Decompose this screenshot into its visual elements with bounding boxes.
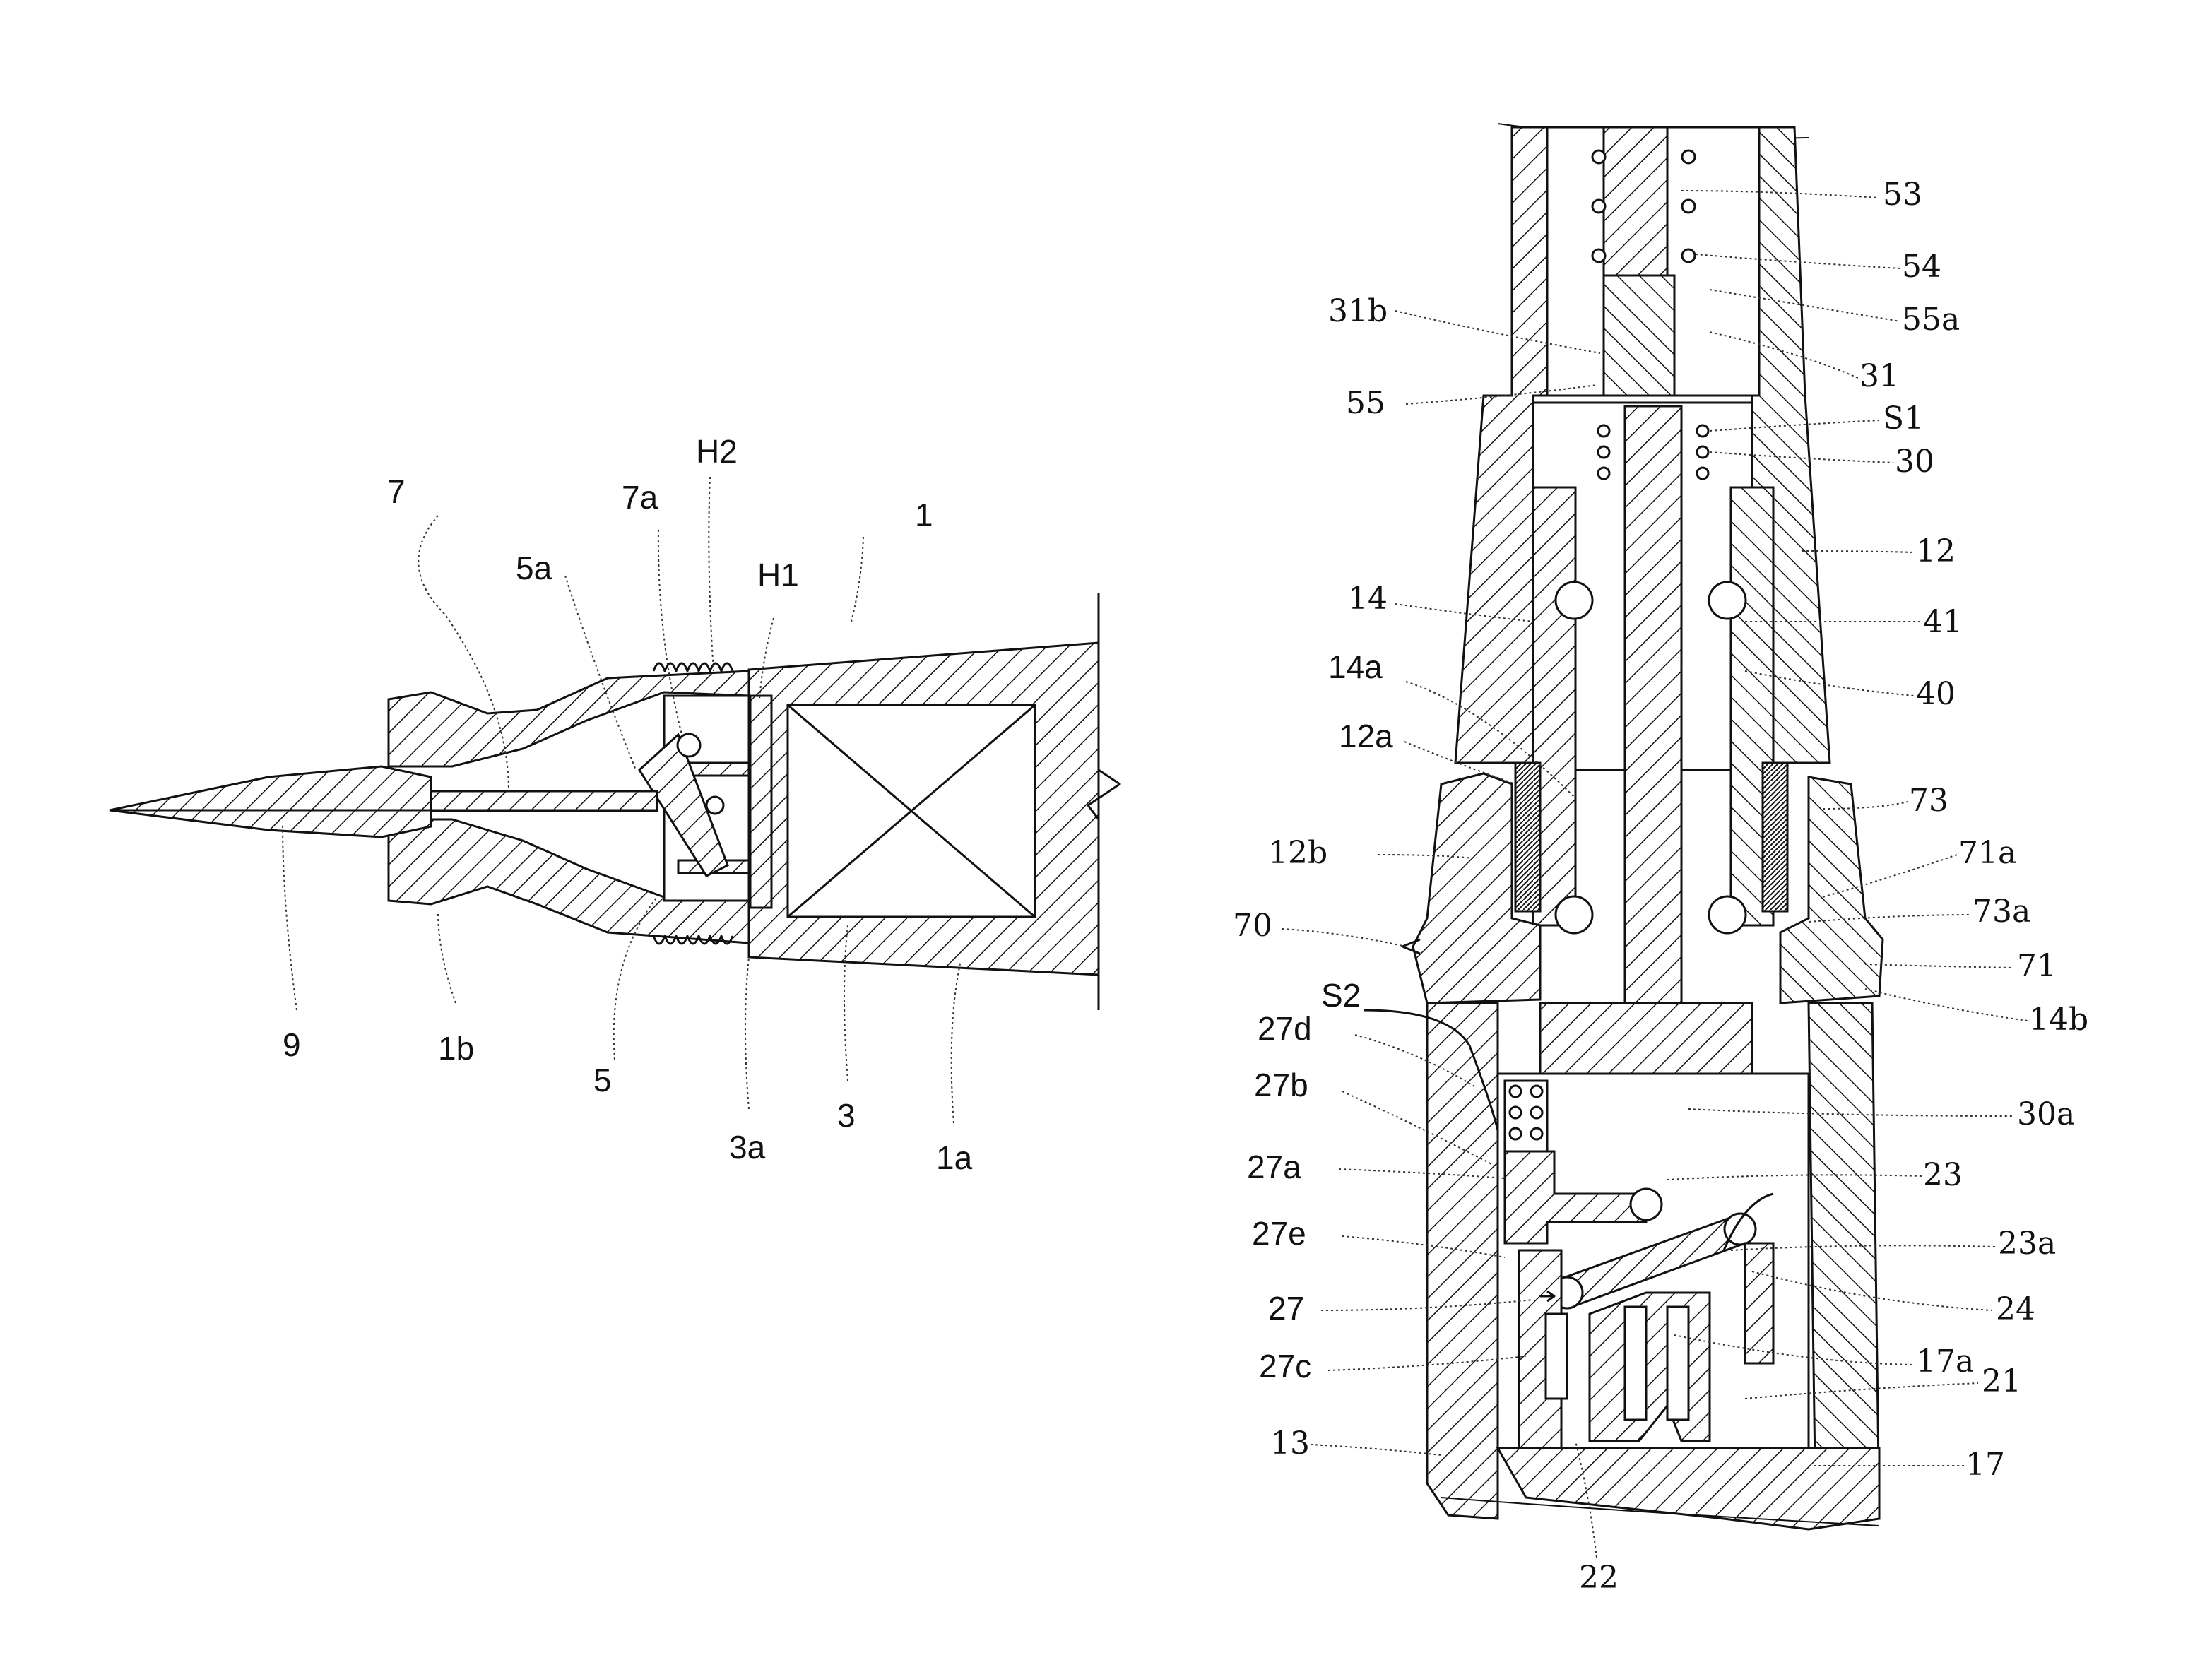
label-27d: 27d [1258, 1010, 1312, 1047]
label-H2: H2 [696, 433, 738, 470]
label-70: 70 [1233, 908, 1272, 944]
label-S2: S2 [1321, 977, 1361, 1014]
label-24: 24 [1996, 1291, 2035, 1327]
label-21: 21 [1982, 1363, 2021, 1399]
right-figure: 53 54 55a 31b 31 55 S1 30 12 14 41 40 14… [1233, 124, 2088, 1596]
block-17a [1590, 1293, 1710, 1441]
needle-tip-9 [110, 766, 431, 837]
label-71a: 71a [1958, 835, 2016, 871]
label-7: 7 [387, 473, 406, 510]
pivot-27a [1631, 1189, 1662, 1220]
label-7a: 7a [622, 479, 658, 516]
label-55: 55 [1346, 385, 1385, 421]
label-54: 54 [1902, 249, 1941, 285]
label-17a: 17a [1916, 1344, 1974, 1380]
housing-13-right [1809, 1003, 1879, 1519]
housing-13-left [1427, 1003, 1498, 1519]
label-27b: 27b [1254, 1067, 1308, 1103]
label-53: 53 [1883, 177, 1922, 213]
label-5: 5 [593, 1062, 612, 1098]
label-17: 17 [1965, 1447, 2005, 1483]
label-14a: 14a [1328, 648, 1383, 685]
label-40: 40 [1916, 676, 1956, 712]
label-30: 30 [1895, 444, 1934, 480]
label-1b: 1b [438, 1030, 474, 1067]
label-5a: 5a [516, 550, 552, 586]
label-27a: 27a [1247, 1149, 1301, 1185]
member-24 [1745, 1243, 1773, 1363]
label-73a: 73a [1973, 894, 2030, 930]
label-13: 13 [1270, 1425, 1310, 1461]
label-22: 22 [1579, 1560, 1619, 1596]
label-23: 23 [1923, 1157, 1963, 1193]
needle-bar-7 [431, 791, 657, 811]
label-1a: 1a [936, 1139, 973, 1176]
thread-h2-top [653, 663, 733, 671]
label-1: 1 [915, 497, 933, 533]
label-14: 14 [1348, 581, 1388, 617]
label-3: 3 [837, 1097, 856, 1134]
label-55a: 55a [1902, 302, 1960, 338]
thread-12a-left [1515, 763, 1540, 911]
collar-71-right [1780, 777, 1883, 1003]
ball-41-lower-right [1709, 896, 1746, 933]
label-14b: 14b [2029, 1002, 2088, 1038]
label-30a: 30a [2017, 1096, 2075, 1132]
armature-plate-3a [750, 696, 771, 908]
label-12: 12 [1916, 533, 1956, 569]
label-12a: 12a [1339, 718, 1393, 754]
label-9: 9 [283, 1026, 301, 1063]
label-H1: H1 [757, 557, 799, 593]
ball-41-lower-left [1556, 896, 1592, 933]
ball-41-upper-right [1709, 582, 1746, 619]
label-27: 27 [1268, 1290, 1304, 1327]
label-23a: 23a [1998, 1226, 2056, 1262]
label-27c: 27c [1259, 1348, 1311, 1385]
label-73: 73 [1909, 783, 1948, 819]
label-27e: 27e [1252, 1215, 1306, 1252]
ball-41-upper-left [1556, 582, 1592, 619]
left-figure: 1 7 7a H2 5a H1 9 1b 5 3a 3 1a [110, 433, 1120, 1176]
label-31: 31 [1859, 358, 1899, 394]
label-31b: 31b [1328, 293, 1388, 329]
thread-12a-right [1763, 763, 1787, 911]
label-41: 41 [1923, 604, 1963, 640]
label-3a: 3a [729, 1129, 766, 1166]
label-12b: 12b [1268, 835, 1327, 871]
bottom-wall-17 [1498, 1448, 1879, 1529]
label-S1: S1 [1883, 401, 1924, 437]
label-71: 71 [2017, 948, 2057, 984]
